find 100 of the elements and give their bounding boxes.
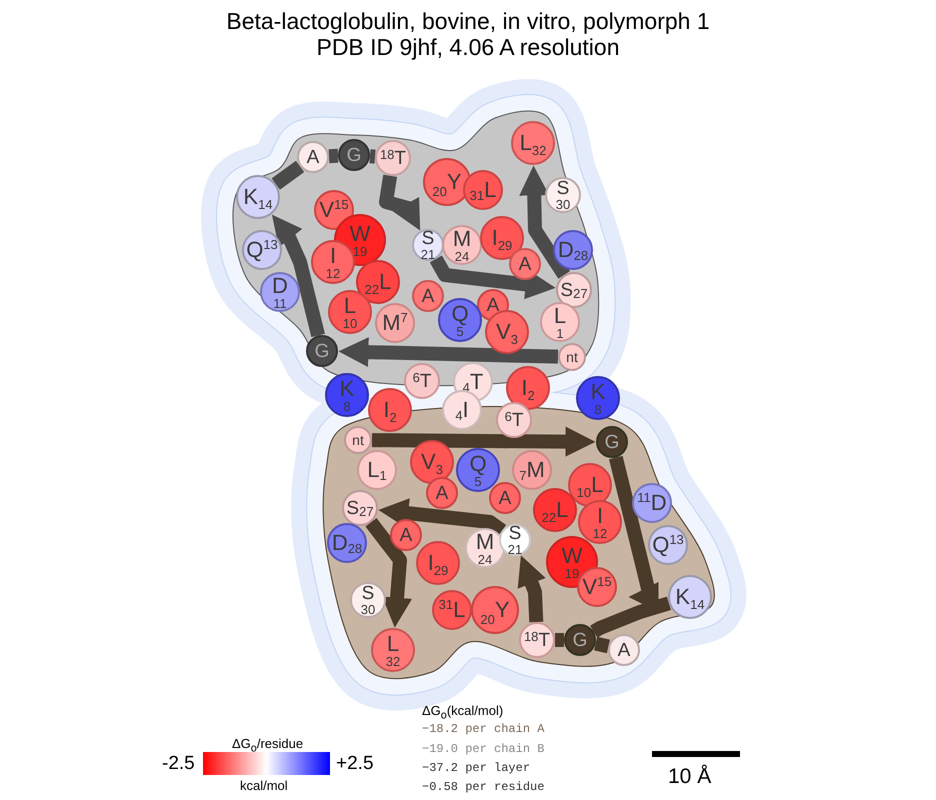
residue-letter: T [470, 371, 484, 393]
legend-title: ΔG$_{o}$(kcal/mol) [422, 703, 504, 722]
residue-letter: L [367, 459, 380, 481]
residue-number: 5 [456, 324, 464, 338]
residue-letter: V [496, 321, 511, 343]
residue-number: 6 [504, 410, 512, 423]
residue-number: 6 [412, 371, 420, 384]
residue-letter: G [604, 432, 620, 452]
residue-number: 2 [527, 389, 535, 402]
residue-letter: I [462, 399, 469, 421]
residue-letter: S [508, 524, 522, 543]
energy-note: −37.2 per layer [422, 761, 530, 775]
residue-letter: V [319, 199, 334, 221]
residue-letter: A [498, 488, 512, 508]
residue-letter: D [650, 492, 667, 514]
residue-number: 3 [436, 463, 443, 476]
residue-number: 31 [438, 598, 454, 611]
residue-number: 18 [380, 148, 394, 161]
residue-letter: S [362, 584, 374, 603]
energy-note: −0.58 per residue [422, 780, 544, 794]
residue-number: 21 [508, 543, 522, 556]
residue-letter: L [591, 474, 604, 496]
residue-letter: L [484, 179, 496, 201]
residue-number: 15 [597, 575, 612, 588]
residue-letter: A [400, 526, 412, 544]
residue-number: 8 [594, 402, 602, 416]
residue-number: 3 [510, 333, 518, 346]
residue-number: 32 [532, 144, 546, 157]
residue-number: 5 [474, 474, 482, 488]
residue-number: 4 [455, 409, 463, 422]
residue-letter: A [486, 296, 500, 314]
residue-number: 2 [389, 411, 397, 424]
residue-letter: Q [451, 302, 469, 324]
residue-letter: L [453, 599, 466, 621]
residue-letter: S [556, 179, 570, 198]
residue-letter: A [436, 484, 448, 502]
residue-number: 32 [386, 654, 400, 668]
scale-value: +2.5 [336, 753, 374, 775]
energy-note: −19.0 per chain B [422, 742, 544, 756]
energy-note: −18.2 per chain A [422, 722, 544, 736]
residue-letter: I [596, 504, 604, 526]
residue-number: 13 [669, 533, 684, 546]
residue-number: 14 [258, 198, 273, 211]
residue-letter: S [422, 229, 434, 248]
title: Beta-lactoglobulin, bovine, in vitro, polymorph 1 PDB ID 9jhf, 4.06 A resolution [225, 8, 711, 60]
residue-letter: M [476, 530, 494, 552]
residue-letter: V [582, 576, 598, 598]
strand-arrow [379, 174, 420, 230]
residue-letter: W [350, 222, 370, 244]
residue-letter: T [394, 148, 406, 168]
residue-number: 24 [478, 552, 492, 566]
residue-letter: T [512, 410, 524, 430]
residue-letter: W [562, 544, 582, 566]
residue-letter: D [558, 239, 574, 261]
legend-title: ΔG$_{o}$/residue [232, 736, 304, 755]
residue-letter: L [344, 294, 356, 316]
residue-letter: D [332, 532, 348, 554]
residue-letter: L [556, 499, 568, 521]
residue-letter: I [428, 552, 434, 574]
color-scale-bar [203, 752, 330, 775]
residue-number: 10 [342, 316, 358, 330]
residue-number: 11 [637, 491, 651, 504]
strand-arrow [338, 337, 558, 368]
residue-number: 22 [542, 511, 556, 524]
residue-letter: A [518, 254, 532, 274]
scale-label: 10 Å [668, 765, 712, 789]
residue-number: 29 [434, 564, 448, 577]
strand-arrow [430, 255, 556, 300]
residue-number: 28 [348, 542, 362, 555]
residue-number: 20 [432, 185, 447, 198]
residue-letter: K [340, 378, 354, 400]
residue-number: 28 [574, 249, 588, 262]
scale-value: -2.5 [162, 753, 195, 775]
residue-number: 12 [592, 526, 608, 540]
residue-number: 13 [263, 238, 278, 251]
residue-letter: nt [566, 350, 578, 364]
residue-letter: K [590, 380, 606, 402]
residue-letter: L [386, 632, 400, 654]
residue-letter: T [538, 630, 550, 650]
residue-letter: I [492, 227, 498, 249]
residue-letter: nt [352, 433, 364, 447]
residue-number: 7 [519, 469, 526, 482]
residue-number: 30 [360, 603, 376, 616]
residue-number: 18 [524, 630, 538, 643]
residue-number: 22 [364, 283, 380, 296]
residue-number: 31 [470, 189, 484, 202]
residue-letter: S [346, 498, 360, 518]
residue-letter: Q [652, 534, 670, 556]
residue-letter: M [382, 312, 401, 334]
residue-letter: M [526, 459, 545, 481]
residue-number: 21 [420, 248, 436, 261]
residue-letter: K [675, 586, 690, 608]
residue-number: 8 [343, 400, 351, 412]
residue-number: 29 [498, 239, 512, 252]
residue-number: 1 [380, 469, 387, 482]
strand-arrow [378, 498, 506, 536]
residue-letter: M [452, 228, 472, 250]
residue-letter: A [422, 286, 434, 306]
residue-number: 24 [454, 250, 470, 262]
residue-letter: K [243, 186, 258, 208]
